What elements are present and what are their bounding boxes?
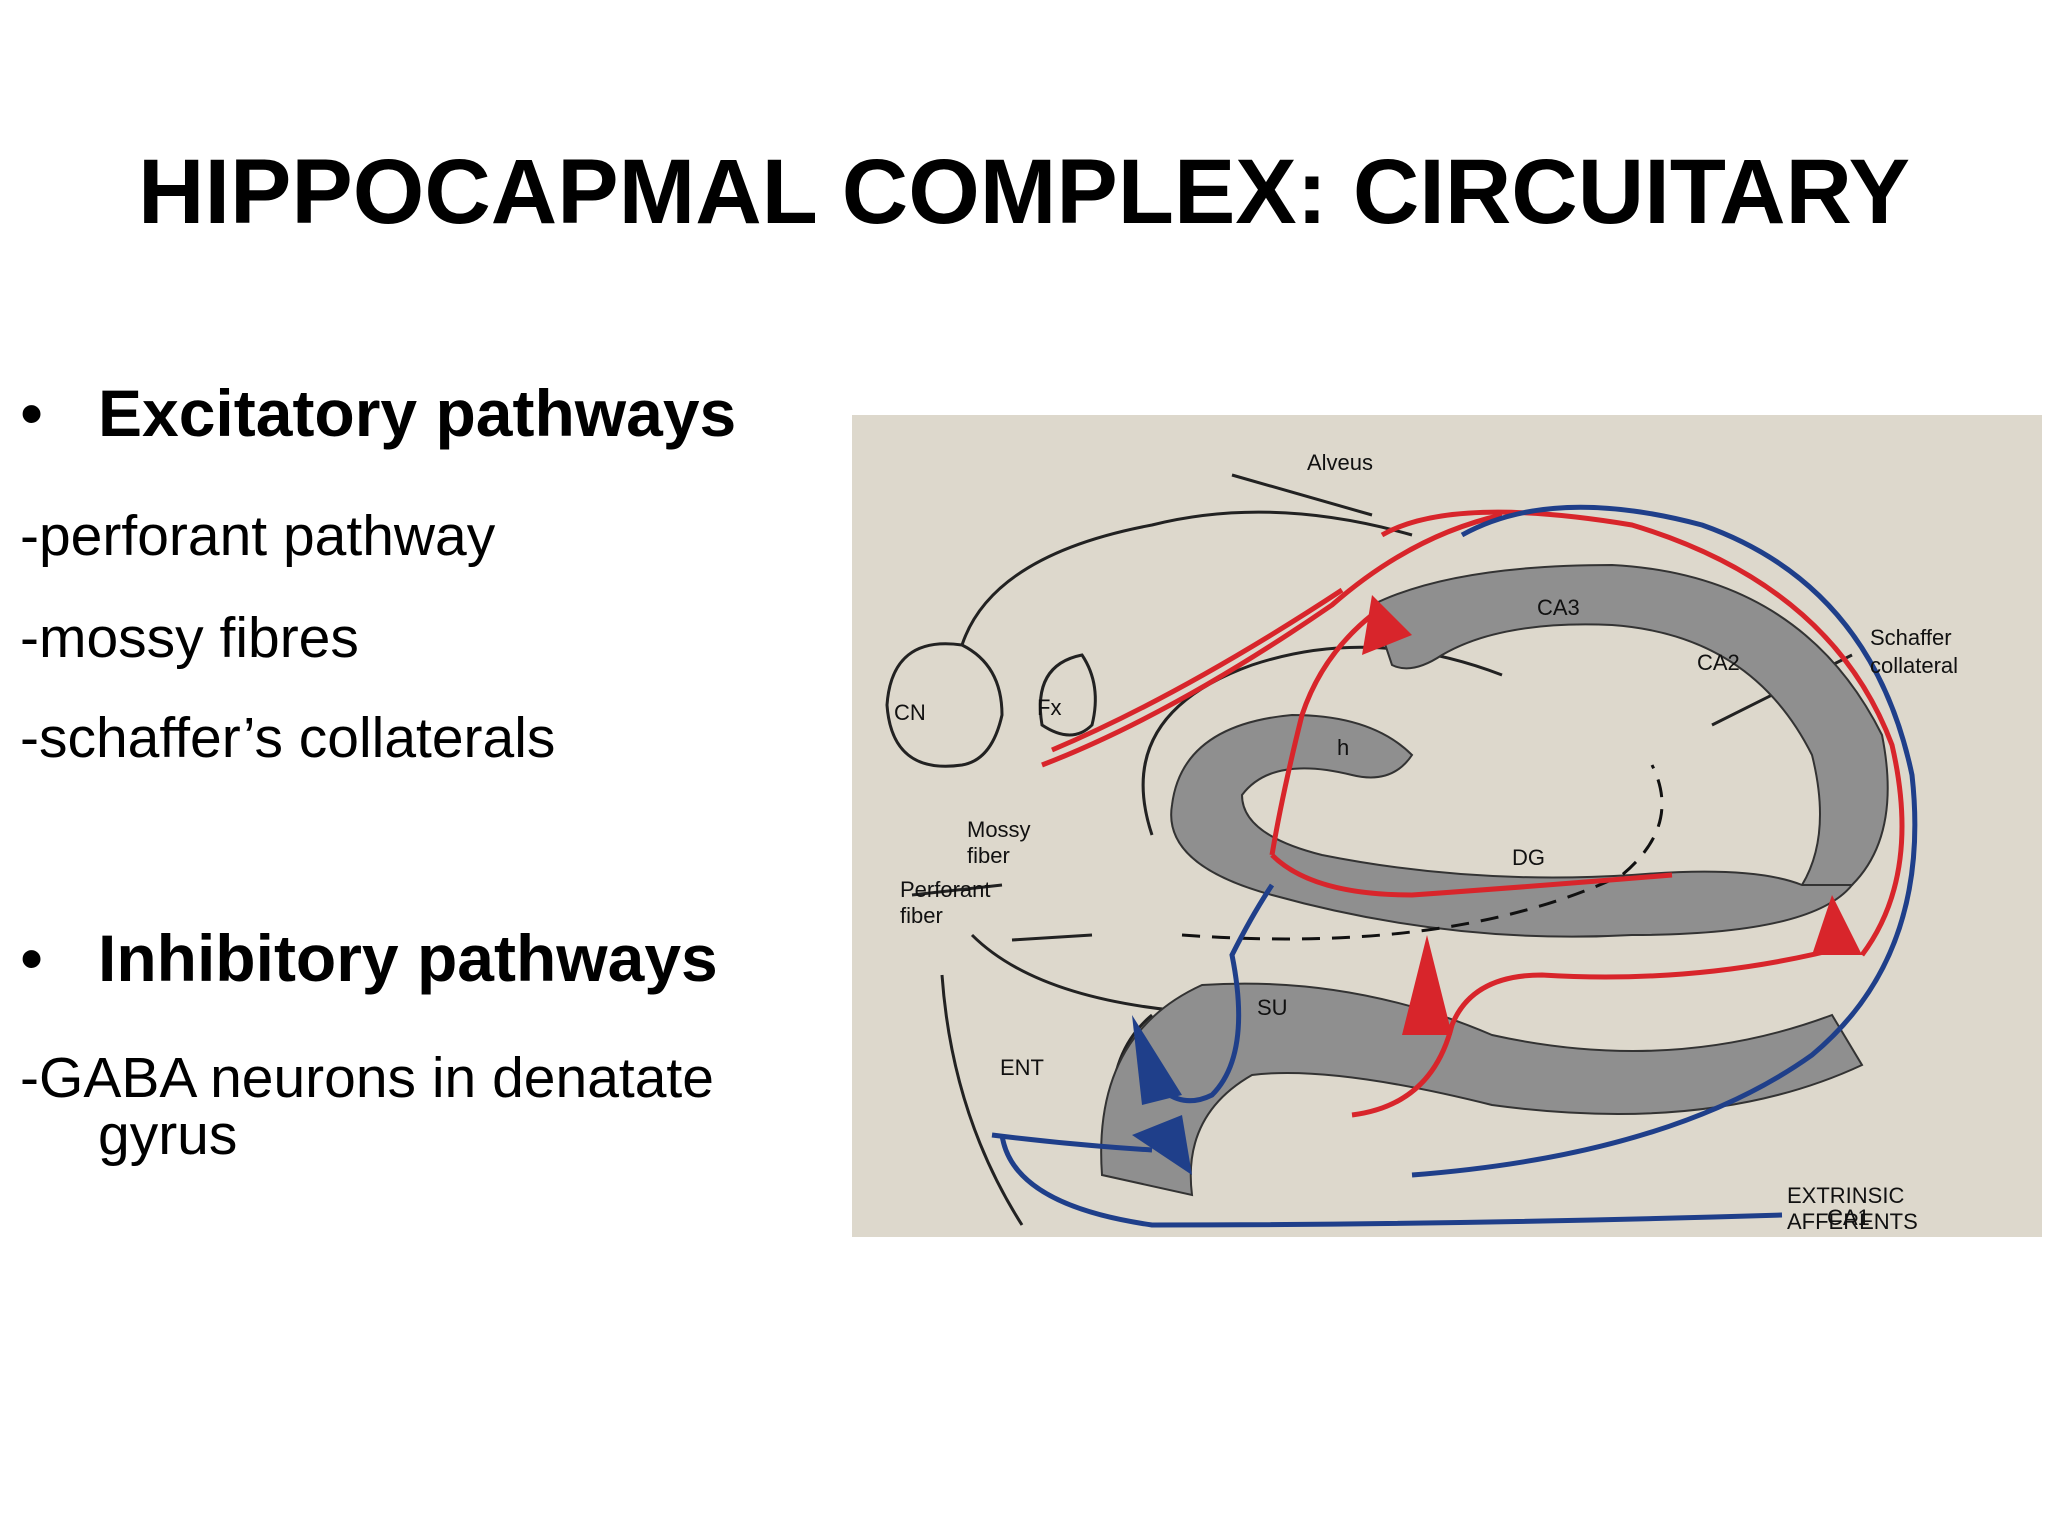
label-cn: CN [894,700,926,725]
red-fiber-ca1 [1351,942,1853,1118]
bullet-dot: • [20,376,44,450]
item-gaba-line2: gyrus [98,1103,238,1167]
item-schaffer-collaterals: -schaffer’s collaterals [20,706,556,770]
ca3-neuron [1362,595,1412,655]
label-perforant-1: Perforant [900,877,991,902]
red-fiber-fx-2 [1051,587,1344,753]
perforant-pointer [1011,933,1093,942]
alveus-pointer [1231,473,1373,517]
red-fiber-fx-1 [1041,512,1503,768]
inhibitory-heading: • Inhibitory pathways [20,925,718,991]
cn-outline [885,642,1004,768]
blue-fiber-ent [991,1132,1153,1153]
red-fiber-dg [1270,853,1673,898]
label-extrinsic-2: AFFERENTS [1787,1209,1918,1234]
excitatory-heading: • Excitatory pathways [20,380,736,446]
su-red-neuron [1402,935,1452,1035]
item-mossy-fibres: -mossy fibres [20,606,359,670]
inhibitory-heading-text: Inhibitory pathways [98,921,718,995]
label-dg: DG [1512,845,1545,870]
label-h: h [1337,735,1349,760]
label-alveus: Alveus [1307,450,1373,475]
mossy-pointer [911,883,1003,897]
blue-fiber-perforant [1139,883,1275,1104]
label-ca2: CA2 [1697,650,1740,675]
inhibitory-neurons [1132,1015,1192,1175]
inhibitory-pathways [991,504,1918,1228]
ca1-neuron [1812,895,1862,955]
label-ca1: CA1 [1827,1205,1870,1230]
excitatory-pathways [1041,509,1905,1118]
ent-contour-outer [940,974,1024,1226]
label-perforant-2: fiber [900,903,943,928]
blue-fiber-alveus [1411,504,1918,1178]
label-ent: ENT [1000,1055,1044,1080]
dentate-gyrus-band [1170,713,1855,938]
fx-outline [1038,653,1097,737]
red-fiber-mossy [1269,613,1374,856]
label-mossy-2: fiber [967,843,1010,868]
diagram-svg: Alveus CA3 CA2 CA1 Schaffer collateral C… [885,450,1958,1234]
outer-contour-top [960,510,1413,646]
su-blue-neuron [1132,1015,1182,1105]
excitatory-neurons [1362,595,1862,1035]
red-fiber-schaffer [1380,509,1905,957]
blue-fiber-extrinsic [999,1134,1783,1228]
label-ca3: CA3 [1537,595,1580,620]
ca3-ca2-band [1370,563,1889,886]
item-gaba-neurons: -GABA neurons in denatate gyrus [20,1050,714,1164]
dashed-boundary [1181,764,1664,941]
label-mossy-1: Mossy [967,817,1031,842]
item-gaba-line1: -GABA neurons in denatate [20,1046,714,1110]
slide-title: HIPPOCAPMAL COMPLEX: CIRCUITARY [138,141,1910,243]
label-extrinsic-1: EXTRINSIC [1787,1183,1904,1208]
excitatory-heading-text: Excitatory pathways [98,376,737,450]
item-perforant-pathway: -perforant pathway [20,504,496,568]
hippocampus-circuit-diagram: Alveus CA3 CA2 CA1 Schaffer collateral C… [852,415,2042,1237]
ent-blue-neuron [1132,1115,1192,1175]
label-fx: Fx [1037,695,1061,720]
ca1-subiculum-band [1100,982,1864,1197]
tissue-bands [1100,563,1889,1197]
label-schaffer-1: Schaffer [1870,625,1952,650]
bullet-dot: • [20,921,44,995]
label-schaffer-2: collateral [1870,653,1958,678]
label-su: SU [1257,995,1288,1020]
